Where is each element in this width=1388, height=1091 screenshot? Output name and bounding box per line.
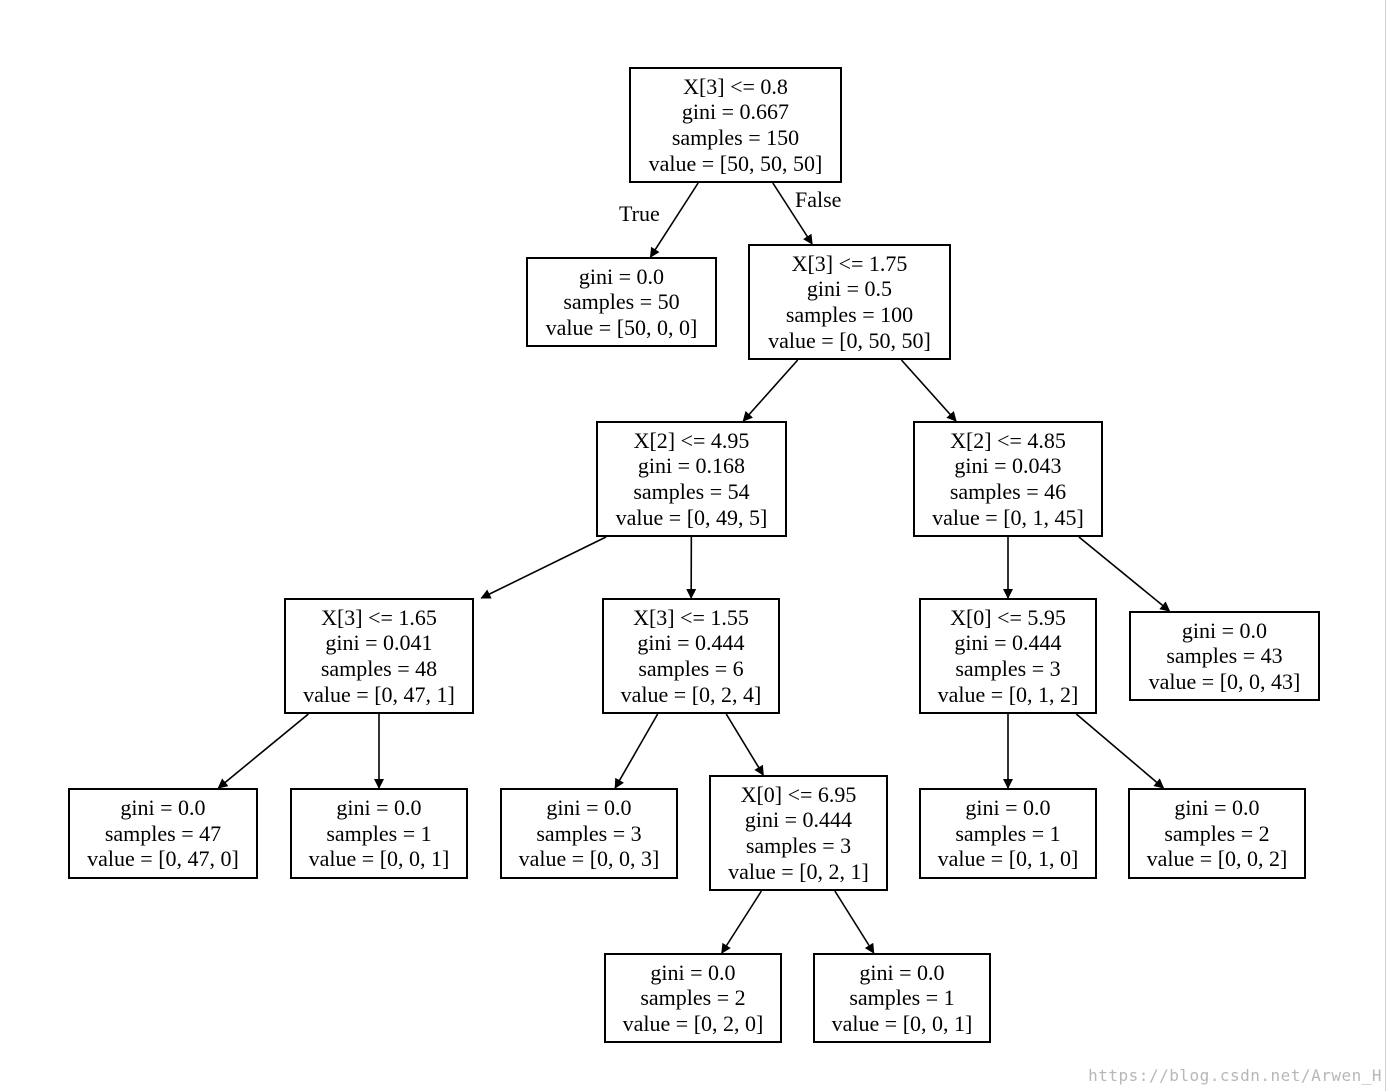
edge-n6-n12 [725, 713, 764, 776]
node-text-line: value = [0, 50, 50] [768, 327, 931, 353]
node-text-line: value = [0, 0, 1] [308, 846, 450, 872]
node-text-line: X[0] <= 5.95 [950, 604, 1066, 630]
node-text-line: value = [0, 1, 45] [932, 504, 1084, 530]
node-text-line: gini = 0.0 [578, 263, 665, 289]
edge-n3-n5 [480, 536, 607, 599]
node-text-line: gini = 0.0 [650, 959, 736, 985]
node-text-line: gini = 0.0 [546, 795, 632, 821]
node-text-line: gini = 0.041 [325, 630, 433, 656]
node-text-line: samples = 46 [949, 479, 1067, 504]
edge-n12-n16 [834, 890, 875, 954]
node-text-line: samples = 2 [1164, 820, 1270, 846]
node-text-line: samples = 54 [633, 479, 750, 504]
node-text-line: X[3] <= 1.65 [321, 604, 437, 630]
edge-n4-n8 [1078, 536, 1171, 612]
edge-n5-n9 [217, 713, 309, 789]
node-text-line: gini = 0.0 [965, 795, 1051, 821]
edge-label-true: True [619, 201, 660, 226]
node-text-line: value = [0, 0, 1] [831, 1010, 973, 1036]
watermark: https://blog.csdn.net/Arwen_H [1088, 1066, 1382, 1085]
node-text-line: samples = 48 [320, 656, 438, 681]
node-text-line: value = [50, 50, 50] [648, 150, 823, 176]
node-text-line: value = [0, 0, 3] [518, 846, 660, 872]
node-text-line: gini = 0.667 [681, 99, 790, 125]
node-text-line: gini = 0.0 [1181, 617, 1268, 643]
node-text-line: X[3] <= 0.8 [683, 73, 788, 99]
node-text-line: samples = 150 [671, 125, 800, 150]
node-text-line: samples = 3 [536, 820, 642, 846]
node-text-line: value = [50, 0, 0] [545, 314, 698, 340]
edge-n12-n15 [721, 890, 763, 954]
node-text-line: X[3] <= 1.75 [791, 250, 908, 276]
node-text-line: value = [0, 2, 1] [728, 858, 869, 884]
node-text-line: X[2] <= 4.85 [950, 427, 1066, 453]
node-text-line: gini = 0.043 [954, 453, 1062, 479]
node-text-line: samples = 50 [563, 289, 680, 315]
node-text-line: samples = 1 [955, 820, 1061, 846]
edge-label-false: False [795, 187, 842, 212]
node-text-line: samples = 1 [849, 985, 955, 1011]
node-text-line: gini = 0.0 [859, 959, 945, 985]
node-text-line: gini = 0.444 [954, 630, 1062, 656]
node-text-line: samples = 100 [785, 302, 914, 327]
node-text-line: value = [0, 2, 0] [622, 1010, 764, 1036]
node-text-line: value = [0, 1, 0] [937, 846, 1079, 872]
node-text-line: value = [0, 47, 1] [303, 681, 455, 707]
node-text-line: gini = 0.444 [744, 807, 853, 833]
node-text-line: samples = 6 [638, 656, 744, 681]
node-text-line: gini = 0.0 [336, 795, 422, 821]
node-text-line: value = [0, 0, 2] [1146, 846, 1288, 872]
node-text-line: samples = 43 [1166, 643, 1283, 669]
edge-n6-n11 [614, 713, 659, 789]
node-text-line: X[2] <= 4.95 [633, 427, 750, 453]
tree-edges [217, 182, 1171, 954]
node-text-line: value = [0, 1, 2] [937, 681, 1079, 707]
edge-n2-n4 [900, 359, 957, 422]
edge-n0-n1 [649, 182, 699, 258]
node-text-line: value = [0, 47, 0] [87, 846, 239, 872]
node-text-line: gini = 0.0 [120, 795, 206, 821]
node-text-line: gini = 0.0 [1174, 795, 1260, 821]
node-text-line: samples = 2 [640, 985, 746, 1011]
node-text-line: samples = 3 [955, 656, 1061, 681]
node-text-line: gini = 0.444 [637, 630, 745, 656]
node-text-line: value = [0, 0, 43] [1148, 668, 1301, 694]
page-divider [1385, 0, 1386, 1091]
edge-n2-n3 [742, 359, 799, 422]
edge-n0-n2 [772, 182, 813, 245]
node-text-line: gini = 0.168 [637, 453, 746, 479]
node-text-line: gini = 0.5 [806, 276, 893, 302]
edge-n7-n14 [1075, 713, 1165, 789]
node-text-line: value = [0, 2, 4] [620, 681, 762, 707]
node-text-line: value = [0, 49, 5] [615, 504, 768, 530]
node-text-line: samples = 47 [104, 820, 222, 846]
node-text-line: samples = 1 [326, 820, 432, 846]
node-text-line: X[0] <= 6.95 [740, 781, 857, 807]
node-text-line: samples = 3 [745, 833, 852, 858]
node-text-line: X[3] <= 1.55 [633, 604, 749, 630]
